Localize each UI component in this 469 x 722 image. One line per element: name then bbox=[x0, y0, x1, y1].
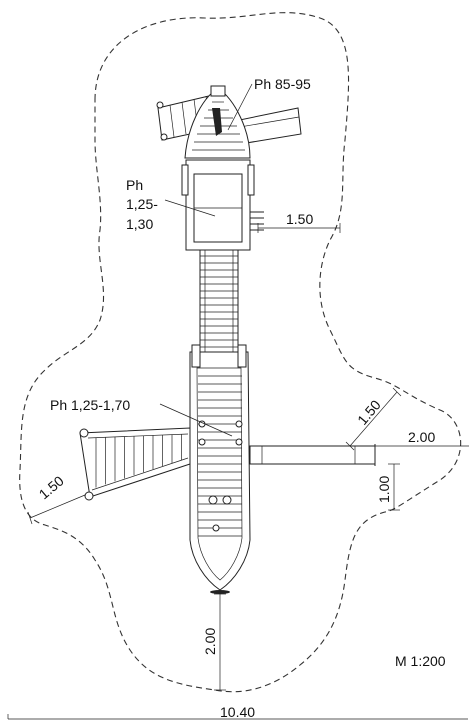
label-ph-center: Ph 1,25-1,70 bbox=[50, 397, 130, 413]
dim-label-150-top: 1.50 bbox=[286, 211, 313, 227]
scale-label: M 1:200 bbox=[395, 653, 446, 669]
connecting-bridge bbox=[199, 249, 239, 363]
label-ph-mid-line1: Ph bbox=[126, 177, 143, 193]
dim-150-diag bbox=[345, 387, 402, 451]
leader-ph-mid bbox=[164, 199, 216, 217]
label-ph-mid-line2: 1,25- bbox=[126, 196, 158, 212]
top-bow-deck bbox=[184, 85, 251, 159]
upper-cabin bbox=[181, 159, 264, 251]
right-slide bbox=[249, 444, 376, 466]
dim-150-left bbox=[27, 494, 86, 525]
label-ph-top: Ph 85-95 bbox=[254, 76, 311, 92]
dim-label-150-left: 1.50 bbox=[36, 472, 67, 502]
left-ramp bbox=[79, 427, 191, 501]
dim-150-top bbox=[257, 223, 341, 233]
safety-zone-boundary bbox=[19, 12, 462, 693]
dim-1040-bottom bbox=[7, 714, 468, 720]
dim-label-200-right: 2.00 bbox=[408, 429, 435, 445]
dim-label-200-bottom: 2.00 bbox=[202, 628, 218, 655]
ship-hull bbox=[189, 344, 251, 594]
label-ph-mid-line3: 1,30 bbox=[126, 216, 153, 232]
dim-100-right bbox=[388, 463, 400, 511]
dim-200-bottom bbox=[214, 593, 226, 691]
dim-label-1040: 10.40 bbox=[220, 704, 255, 720]
dim-label-100-right: 1.00 bbox=[376, 476, 392, 503]
leader-ph-top bbox=[227, 83, 253, 131]
leader-ph-center bbox=[159, 403, 233, 437]
